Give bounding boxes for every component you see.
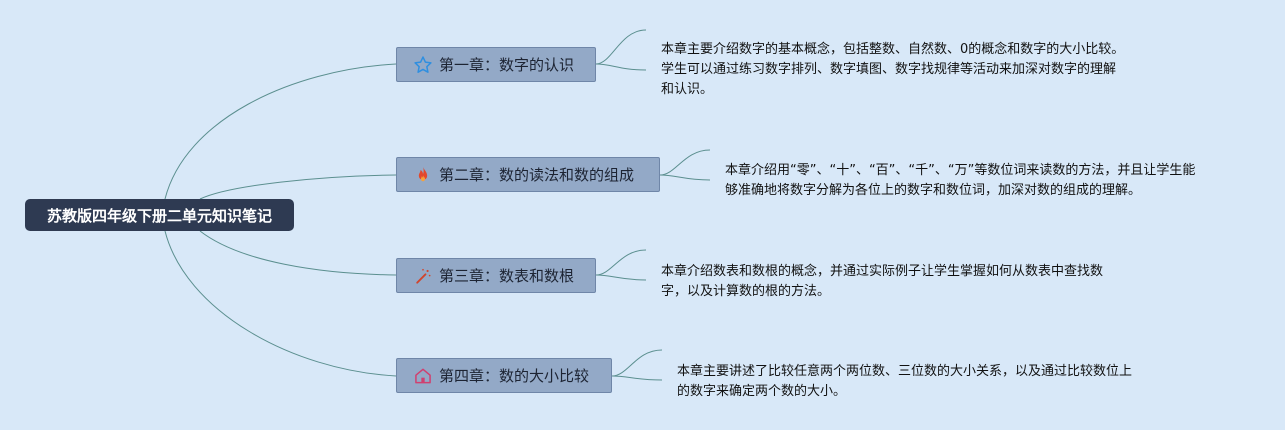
note-line: 字，以及计算数的根的方法。	[661, 284, 831, 299]
chapter-1-label: 第一章：数字的认识	[439, 56, 575, 74]
note-line: 学生可以通过练习数字排列、数字填图、数字找规律等活动来加深对数字的理解	[661, 62, 1117, 77]
chapter-4-bracket	[611, 349, 663, 377]
chapter-4-note: 本章主要讲述了比较任意两个两位数、三位数的大小关系，以及通过比较数位上 的数字来…	[677, 362, 1197, 402]
chapter-2-note: 本章介绍用“零”、“十”、“百”、“千”、“万”等数位词来读数的方法，并且让学生…	[725, 161, 1255, 201]
chapter-2-bracket	[659, 149, 711, 176]
fire-icon	[413, 165, 433, 185]
note-line: 本章介绍数表和数根的概念，并通过实际例子让学生掌握如何从数表中查找数	[661, 264, 1104, 279]
chapter-3-note: 本章介绍数表和数根的概念，并通过实际例子让学生掌握如何从数表中查找数 字，以及计…	[661, 262, 1181, 302]
chapter-4-label: 第四章：数的大小比较	[439, 367, 590, 385]
root-to-chapter-3-line	[199, 230, 397, 276]
root-topic[interactable]: 苏教版四年级下册二单元知识笔记	[25, 199, 294, 231]
chapter-1-node[interactable]: 第一章：数字的认识	[396, 47, 596, 82]
chapter-2-bracket-low	[659, 174, 711, 181]
house-icon	[413, 366, 433, 386]
note-line: 本章主要讲述了比较任意两个两位数、三位数的大小关系，以及通过比较数位上	[677, 364, 1133, 379]
chapter-2-node[interactable]: 第二章：数的读法和数的组成	[396, 157, 660, 192]
note-line: 本章介绍用“零”、“十”、“百”、“千”、“万”等数位词来读数的方法，并且让学生…	[725, 163, 1196, 178]
chapter-1-bracket	[595, 29, 647, 65]
root-topic-label: 苏教版四年级下册二单元知识笔记	[46, 206, 272, 225]
chapter-1-note: 本章主要介绍数字的基本概念，包括整数、自然数、0的概念和数字的大小比较。 学生可…	[661, 40, 1181, 100]
chapter-1-bracket-low	[595, 63, 647, 71]
note-line: 本章主要介绍数字的基本概念，包括整数、自然数、0的概念和数字的大小比较。	[661, 42, 1125, 57]
note-line: 够准确地将数字分解为各位上的数字和数位词，加深对数的组成的理解。	[725, 183, 1142, 198]
root-to-chapter-4-line	[164, 230, 397, 377]
chapter-2-label: 第二章：数的读法和数的组成	[439, 166, 635, 184]
root-to-chapter-2-line	[199, 174, 397, 200]
chapter-3-node[interactable]: 第三章：数表和数根	[396, 258, 596, 293]
chapter-3-bracket-low	[595, 274, 647, 281]
star-icon	[413, 55, 433, 75]
magic-wand-icon	[413, 266, 433, 286]
note-line: 的数字来确定两个数的大小。	[677, 384, 847, 399]
chapter-4-node[interactable]: 第四章：数的大小比较	[396, 358, 612, 393]
chapter-3-label: 第三章：数表和数根	[439, 267, 575, 285]
chapter-3-bracket	[595, 249, 647, 276]
root-to-chapter-1-line	[164, 63, 397, 200]
note-line: 和认识。	[661, 82, 714, 97]
chapter-4-bracket-low	[611, 375, 663, 381]
